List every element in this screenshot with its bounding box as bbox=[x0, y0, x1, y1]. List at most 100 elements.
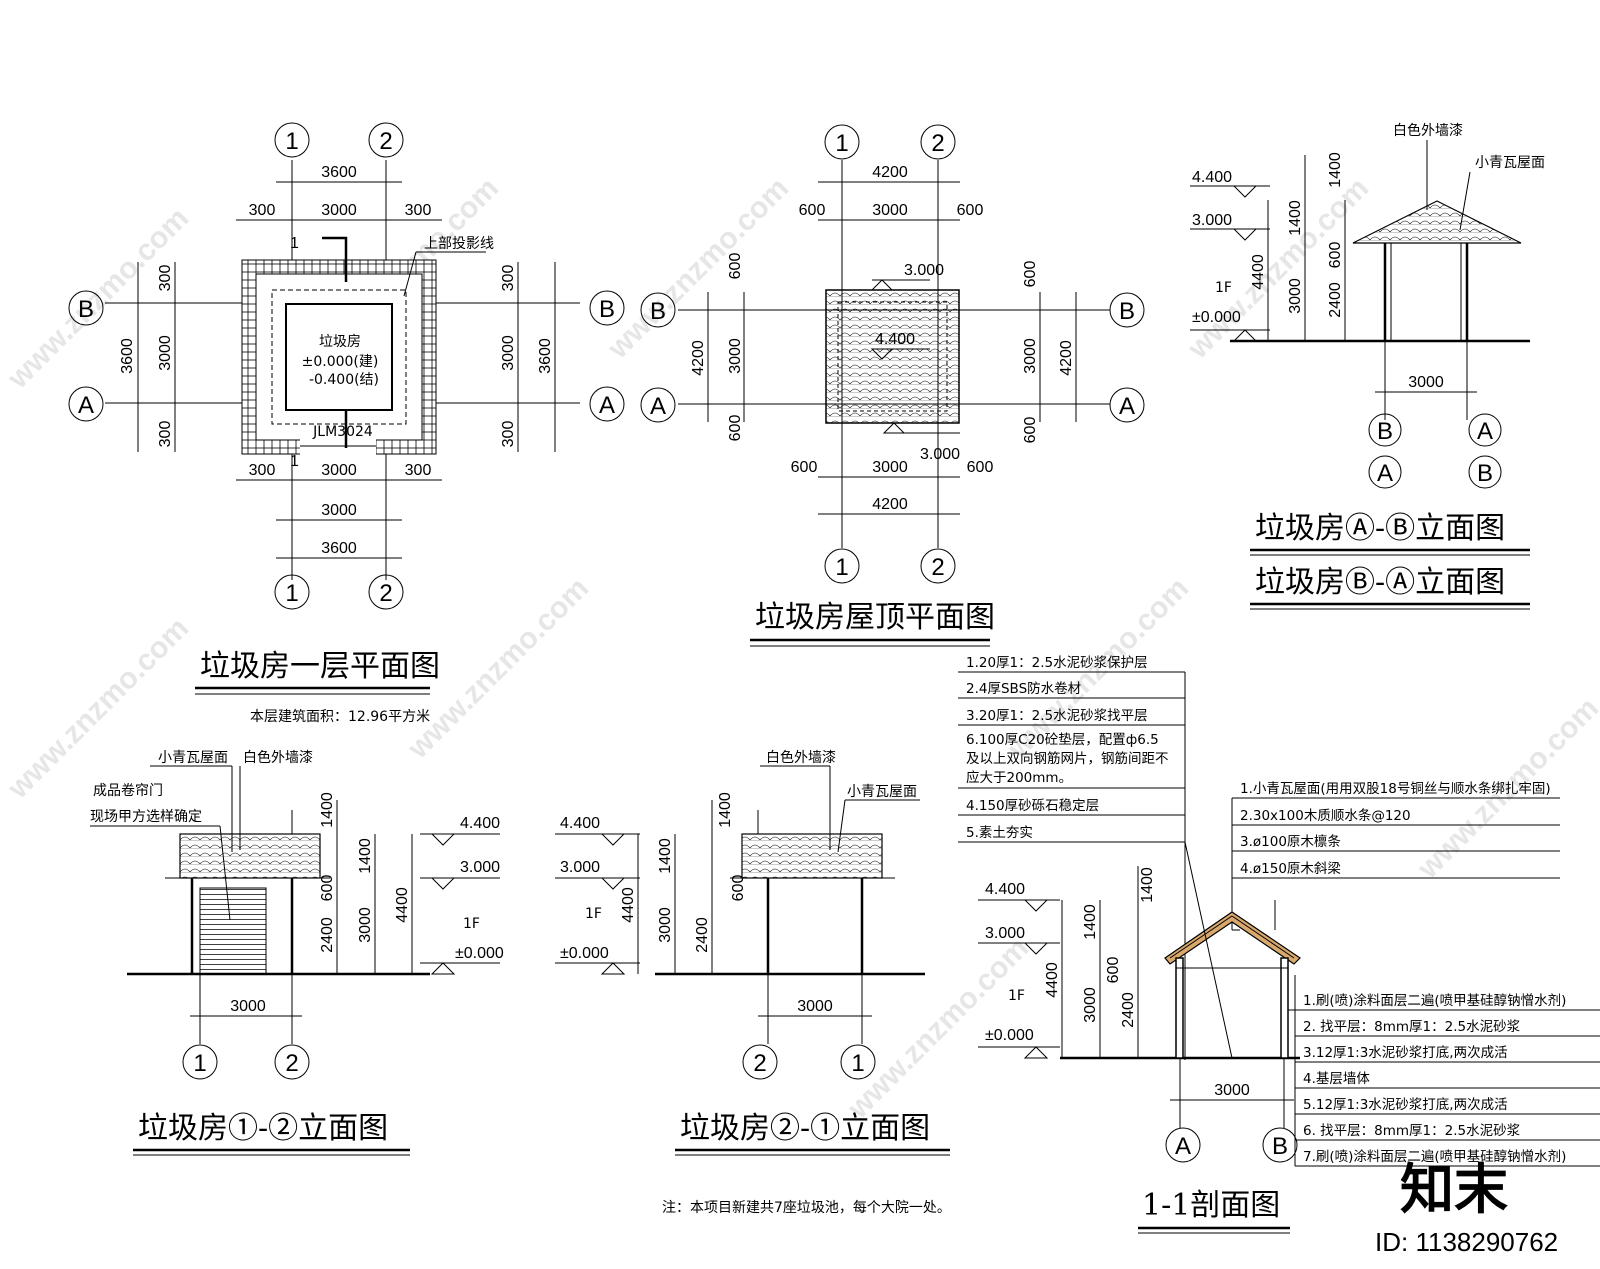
axis-label: B bbox=[1272, 1133, 1288, 1160]
watermark-logo: 知末 bbox=[1400, 1158, 1508, 1221]
dim-label: 3000 bbox=[1408, 374, 1444, 391]
drawing-title: 垃圾房②-①立面图 bbox=[680, 1111, 930, 1146]
dim-label: 3000 bbox=[321, 462, 357, 479]
dim-label: 3000 bbox=[321, 502, 357, 519]
axis-label: A bbox=[599, 392, 615, 419]
floor-mark: 1F bbox=[1008, 988, 1025, 1004]
elevation-ab: 4.400 3.000 1F ±0.000 1400 1400 4400 300… bbox=[1190, 122, 1545, 610]
drawing-title: 垃圾房屋顶平面图 bbox=[755, 600, 995, 635]
material-label: 小青瓦屋面 bbox=[1475, 155, 1545, 171]
dim-label: 600 bbox=[1022, 261, 1039, 288]
dim-label: 3600 bbox=[537, 338, 554, 374]
roof-struct-text: 3.ø100原木檩条 bbox=[1240, 833, 1341, 850]
dim-label: 3000 bbox=[357, 907, 374, 943]
roof-layer-text: 2.4厚SBS防水卷材 bbox=[966, 681, 1081, 697]
level-label: 3.000 bbox=[560, 859, 600, 876]
axis-label: A bbox=[1175, 1133, 1191, 1160]
dim-label: 300 bbox=[249, 202, 276, 219]
section-1-1: 4.400 3.000 1F ±0.000 1400 1400 4400 300… bbox=[978, 841, 1301, 1234]
axis-label: 2 bbox=[379, 128, 392, 155]
axis-label: 2 bbox=[285, 1050, 298, 1077]
material-label: 白色外墙漆 bbox=[243, 749, 313, 766]
watermark-text: www.znzmo.com bbox=[601, 172, 795, 366]
floor-mark: 1F bbox=[585, 906, 602, 922]
axis-label: 2 bbox=[931, 130, 944, 157]
axis-label: B bbox=[78, 296, 94, 323]
dim-label: 600 bbox=[727, 415, 744, 442]
wall-layer-text: 5.12厚1:3水泥砂浆打底,两次成活 bbox=[1303, 1096, 1508, 1113]
dim-label: 2400 bbox=[1327, 282, 1344, 318]
dim-label: 300 bbox=[500, 265, 517, 292]
roof-struct-text: 4.ø150原木斜梁 bbox=[1240, 861, 1341, 877]
elevation-21: 4.400 3.000 1F ±0.000 1400 1400 4400 300… bbox=[555, 749, 950, 1156]
wall-layer-text: 6. 找平层：8mm厚1：2.5水泥砂浆 bbox=[1303, 1123, 1521, 1139]
dim-label: 4200 bbox=[1058, 340, 1075, 376]
level-label: ±0.000 bbox=[455, 945, 504, 962]
dim-label: 1400 bbox=[1327, 152, 1344, 188]
dim-label: 4400 bbox=[1250, 254, 1267, 290]
dim-label: 3000 bbox=[1022, 338, 1039, 374]
axis-label: 1 bbox=[835, 130, 848, 157]
section-mark: 1 bbox=[290, 453, 299, 470]
axis-label: B bbox=[599, 296, 615, 323]
dim-label: 3000 bbox=[797, 998, 833, 1015]
floor-mark: 1F bbox=[463, 916, 480, 932]
roof-structure-notes: 1.小青瓦屋面(用用双股18号铜丝与顺水条绑扎牢固) 2.30x100木质顺水条… bbox=[1231, 780, 1560, 930]
level-label: ±0.000 bbox=[1192, 309, 1241, 326]
dim-label: 4200 bbox=[872, 496, 908, 513]
ground-floor-plan: 1 2 1 2 B A B A 1 1 上部投影线 垃圾房 ±0.000(建) … bbox=[68, 122, 625, 725]
dim-label: 2400 bbox=[1120, 992, 1137, 1028]
drawing-title: 垃圾房①-②立面图 bbox=[138, 1111, 388, 1146]
roof-layer-text: 应大于200mm。 bbox=[966, 769, 1072, 786]
roof-layer-text: 5.素土夯实 bbox=[966, 825, 1033, 841]
dim-label: 3600 bbox=[321, 164, 357, 181]
wall-layers-notes: 1.刷(喷)涂料面层二遍(喷甲基硅醇钠憎水剂) 2. 找平层：8mm厚1：2.5… bbox=[1288, 975, 1600, 1167]
wall-layer-text: 1.刷(喷)涂料面层二遍(喷甲基硅醇钠憎水剂) bbox=[1303, 992, 1566, 1009]
dim-label: 300 bbox=[249, 462, 276, 479]
dim-label: 1400 bbox=[1139, 867, 1156, 903]
door-code: JLM3024 bbox=[312, 424, 373, 440]
dim-label: 300 bbox=[157, 421, 174, 448]
axis-label: A bbox=[1477, 418, 1493, 445]
dim-label: 2400 bbox=[694, 917, 711, 953]
axis-label: 2 bbox=[753, 1050, 766, 1077]
dim-label: 1400 bbox=[357, 838, 374, 874]
dim-label: 1400 bbox=[1082, 904, 1099, 940]
axis-label: A bbox=[78, 392, 94, 419]
dim-label: 600 bbox=[1022, 417, 1039, 444]
level-sub: -0.400(结) bbox=[309, 372, 379, 388]
dim-label: 600 bbox=[727, 253, 744, 280]
axis-label: 2 bbox=[379, 580, 392, 607]
roof-layer-text: 3.20厚1：2.5水泥砂浆找平层 bbox=[966, 708, 1148, 724]
dim-label: 600 bbox=[957, 202, 984, 219]
drawing-title: 1-1剖面图 bbox=[1142, 1188, 1280, 1223]
dim-label: 3000 bbox=[1082, 987, 1099, 1023]
material-label: 小青瓦屋面 bbox=[158, 750, 228, 766]
roof-plan: 1 2 1 2 B A B A 3.000 4.400 3.000 4200 6… bbox=[640, 124, 1145, 647]
dim-label: 600 bbox=[799, 202, 826, 219]
axis-label: 1 bbox=[285, 580, 298, 607]
dim-label: 3000 bbox=[500, 335, 517, 371]
drawing-title: 垃圾房一层平面图 bbox=[200, 649, 440, 684]
roof-layers-notes: 1.20厚1：2.5水泥砂浆保护层 2.4厚SBS防水卷材 3.20厚1：2.5… bbox=[958, 655, 1186, 1060]
level-label: ±0.000 bbox=[985, 1027, 1034, 1044]
level-main: ±0.000(建) bbox=[302, 354, 379, 370]
dim-label: 3000 bbox=[1214, 1082, 1250, 1099]
dim-label: 4400 bbox=[620, 887, 637, 923]
dim-label: 4200 bbox=[690, 340, 707, 376]
dim-label: 300 bbox=[405, 202, 432, 219]
axis-label: B bbox=[1377, 418, 1393, 445]
floor-mark: 1F bbox=[1215, 280, 1232, 296]
door-note: 现场甲方选样确定 bbox=[90, 809, 202, 825]
material-label: 小青瓦屋面 bbox=[847, 784, 917, 800]
dim-label: 3000 bbox=[230, 998, 266, 1015]
area-note: 本层建筑面积：12.96平方米 bbox=[250, 709, 430, 725]
axis-label: 1 bbox=[285, 128, 298, 155]
dim-label: 3600 bbox=[119, 338, 136, 374]
level-label: 3.000 bbox=[1192, 212, 1232, 229]
dim-label: 600 bbox=[1327, 242, 1344, 269]
level-label: 4.400 bbox=[875, 331, 915, 348]
roof-layer-text: 1.20厚1：2.5水泥砂浆保护层 bbox=[966, 655, 1148, 671]
dim-label: 600 bbox=[1105, 957, 1122, 984]
